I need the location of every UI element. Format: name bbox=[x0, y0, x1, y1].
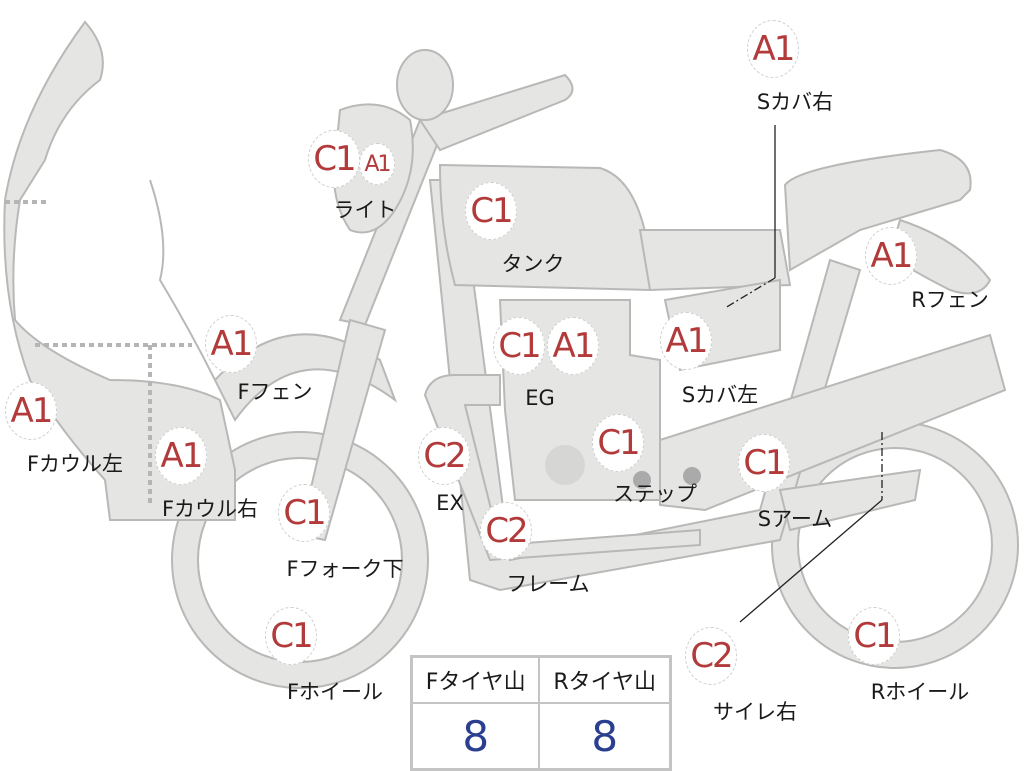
part-label: サイレ右 bbox=[713, 700, 797, 724]
part-label: ライト bbox=[333, 198, 397, 222]
grade-badge: C1 bbox=[465, 182, 517, 240]
frame bbox=[428, 179, 862, 592]
part-label: Fカウル左 bbox=[26, 452, 124, 476]
grade-badge: C1 bbox=[848, 607, 900, 665]
grade-badge: C1 bbox=[308, 130, 360, 188]
grade-badge: A1 bbox=[547, 317, 599, 375]
grade-badge: A1 bbox=[865, 227, 917, 285]
grade-badge: C1 bbox=[592, 414, 644, 472]
front-fork-lower bbox=[298, 318, 387, 542]
grade-badge: C2 bbox=[480, 502, 532, 560]
part-label: Sカバ左 bbox=[681, 383, 759, 407]
part-label: Rホイール bbox=[870, 680, 970, 704]
grade-badge: A1 bbox=[747, 20, 799, 78]
front-wheel bbox=[172, 432, 428, 688]
grade-badge: C1 bbox=[278, 484, 330, 542]
rear-tire-header: Rタイヤ山 bbox=[538, 655, 672, 704]
part-label: タンク bbox=[501, 252, 565, 276]
grade-badge: A1 bbox=[5, 382, 57, 440]
part-label: ステップ bbox=[613, 482, 697, 506]
grade-badge: A1 bbox=[660, 312, 712, 370]
exhaust bbox=[423, 374, 701, 562]
part-label: Fフォーク下 bbox=[286, 557, 404, 581]
grade-badge: C1 bbox=[265, 607, 317, 665]
part-label: Sカバ右 bbox=[756, 90, 834, 114]
grade-badge: A1 bbox=[359, 143, 395, 185]
part-label: Fフェン bbox=[237, 380, 313, 404]
part-label: EX bbox=[436, 491, 464, 515]
part-label: Fカウル右 bbox=[161, 497, 259, 521]
grade-badge: A1 bbox=[205, 315, 257, 373]
seat bbox=[783, 148, 972, 272]
step-peg bbox=[683, 467, 701, 485]
engine-cover bbox=[545, 445, 585, 485]
grade-badge: C2 bbox=[418, 427, 470, 485]
mirror bbox=[396, 49, 454, 121]
grade-badge: C2 bbox=[685, 627, 737, 685]
cowl-edge bbox=[149, 179, 216, 381]
seat-front bbox=[638, 229, 792, 292]
part-label: Rフェン bbox=[911, 288, 989, 312]
leader-line bbox=[724, 277, 776, 309]
front-tire-value: 8 bbox=[410, 702, 541, 771]
grade-badge: C1 bbox=[493, 317, 545, 375]
part-label: Fホイール bbox=[286, 680, 384, 704]
step-peg bbox=[633, 471, 651, 489]
part-label: EG bbox=[525, 386, 555, 410]
part-label: フレーム bbox=[506, 572, 590, 596]
front-wheel-outline bbox=[171, 431, 429, 689]
silencer bbox=[778, 468, 922, 532]
grade-badge: A1 bbox=[155, 427, 207, 485]
rear-tire-value: 8 bbox=[538, 702, 672, 771]
leader-line bbox=[739, 499, 883, 623]
grade-badge: C1 bbox=[738, 434, 790, 492]
tire-tread-table: Fタイヤ山 Rタイヤ山 8 8 bbox=[410, 655, 672, 771]
front-tire-header: Fタイヤ山 bbox=[410, 655, 541, 704]
handlebar bbox=[418, 73, 574, 152]
part-label: Sアーム bbox=[757, 507, 833, 531]
front-cowl bbox=[3, 20, 236, 521]
